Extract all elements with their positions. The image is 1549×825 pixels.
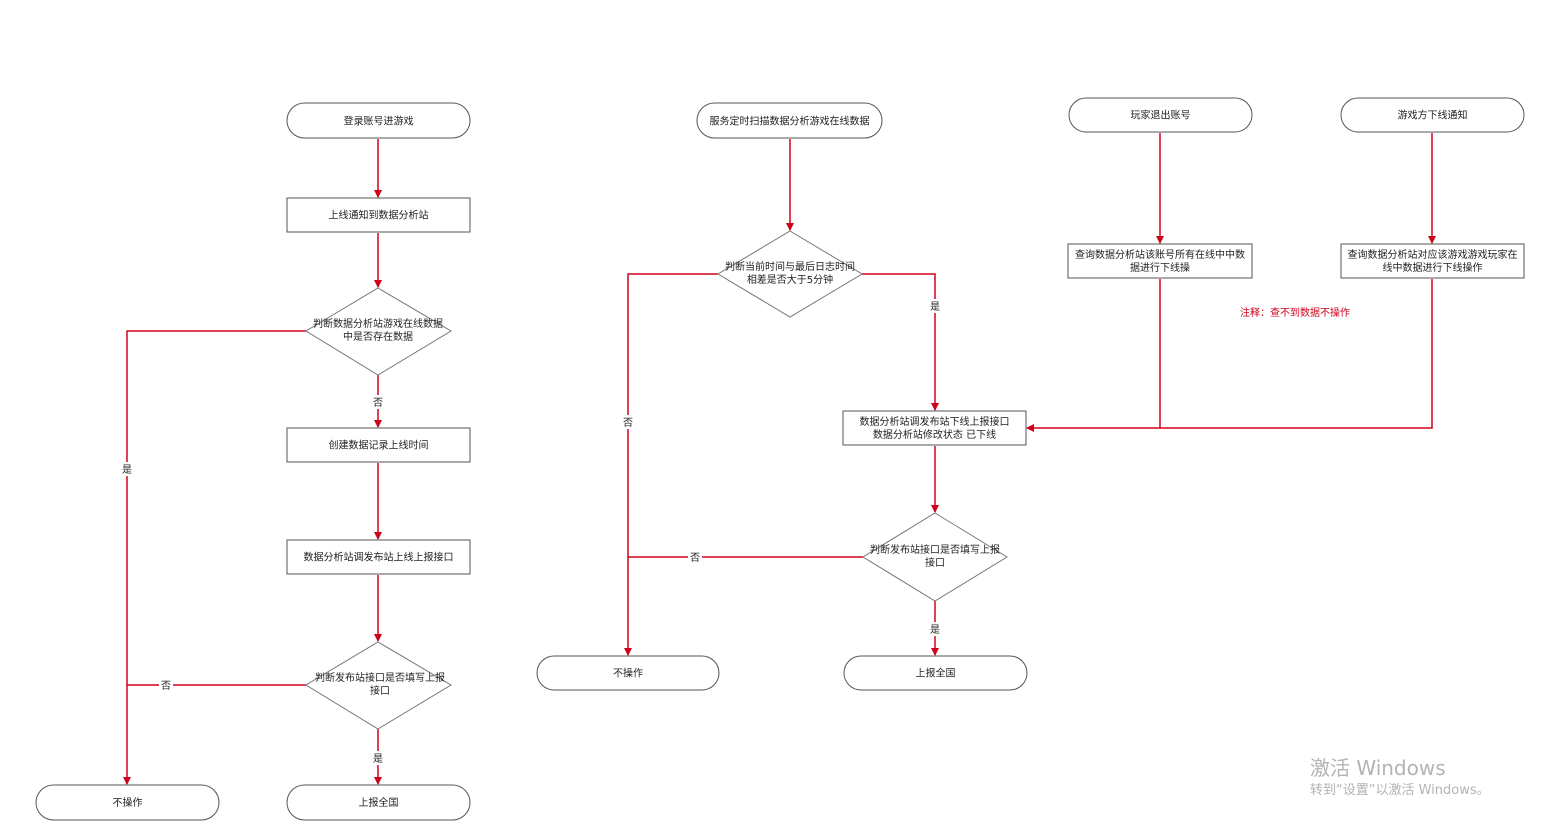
label-left-yes-2: 是 xyxy=(373,753,383,765)
label-left-yes-1: 是 xyxy=(122,464,132,476)
text-line: 判断发布站接口是否填写上报 xyxy=(315,671,445,684)
text-line: 查询数据分析站对应该游戏游戏玩家在 xyxy=(1348,248,1518,261)
node-scan-service-label: 服务定时扫描数据分析游戏在线数据 xyxy=(710,115,870,128)
node-no-op-left-label: 不操作 xyxy=(113,796,143,809)
node-game-offline-notify-label: 游戏方下线通知 xyxy=(1398,109,1468,122)
node-call-online-api: 数据分析站调发布站上线上报接口 xyxy=(286,539,471,575)
node-check-api-filled-left-label: 判断发布站接口是否填写上报接口 xyxy=(315,671,445,697)
text-line: 相差是否大于5分钟 xyxy=(747,273,833,286)
node-login-game: 登录账号进游戏 xyxy=(286,102,471,139)
watermark-subtitle: 转到“设置”以激活 Windows。 xyxy=(1310,783,1490,798)
text-line: 据进行下线操 xyxy=(1130,261,1190,274)
text-line: 判断数据分析站游戏在线数据 xyxy=(313,317,443,330)
text-line: 接口 xyxy=(925,556,945,569)
node-report-nation-left: 上报全国 xyxy=(286,784,471,821)
node-check-online-exists: 判断数据分析站游戏在线数据中是否存在数据 xyxy=(305,287,452,376)
node-no-op-mid: 不操作 xyxy=(536,655,720,691)
edge-labels: 否 是 否 是 是 否 否 是 xyxy=(120,299,942,765)
text-line: 数据分析站修改状态 已下线 xyxy=(873,428,996,441)
label-mid-no-2: 否 xyxy=(690,552,700,564)
node-check-online-exists-label: 判断数据分析站游戏在线数据中是否存在数据 xyxy=(313,317,443,343)
text-line: 判断发布站接口是否填写上报 xyxy=(870,543,1000,556)
edge-query-to-offline xyxy=(1026,279,1161,432)
node-query-game-players-label: 查询数据分析站对应该游戏游戏玩家在线中数据进行下线操作 xyxy=(1348,248,1518,274)
node-report-nation-left-label: 上报全国 xyxy=(359,796,399,809)
node-report-nation-mid-label: 上报全国 xyxy=(916,667,956,680)
node-no-op-mid-label: 不操作 xyxy=(613,667,643,680)
node-login-game-label: 登录账号进游戏 xyxy=(344,115,414,128)
node-query-account-label: 查询数据分析站该账号所有在线中中数据进行下线操 xyxy=(1075,248,1245,274)
node-create-record: 创建数据记录上线时间 xyxy=(286,427,471,463)
node-online-notify: 上线通知到数据分析站 xyxy=(286,197,471,233)
edges xyxy=(123,133,1436,785)
node-game-offline-notify: 游戏方下线通知 xyxy=(1340,97,1525,133)
label-mid-yes-2: 是 xyxy=(930,624,940,636)
label-left-no-1: 否 xyxy=(373,397,383,409)
label-mid-yes-1: 是 xyxy=(930,301,940,313)
node-player-logout-label: 玩家退出账号 xyxy=(1131,109,1191,122)
note-annotation: 注释：查不到数据不操作 xyxy=(1240,306,1350,319)
node-create-record-label: 创建数据记录上线时间 xyxy=(329,439,429,452)
text-line: 接口 xyxy=(370,684,390,697)
edge-check-time-no-to-noop xyxy=(624,273,718,656)
text-line: 中是否存在数据 xyxy=(343,330,413,343)
node-call-online-api-label: 数据分析站调发布站上线上报接口 xyxy=(304,551,454,564)
edge-check-time-yes-to-offline xyxy=(862,273,939,411)
node-report-nation-mid: 上报全国 xyxy=(843,655,1028,691)
node-check-api-filled-mid: 判断发布站接口是否填写上报接口 xyxy=(862,512,1008,602)
text-line: 数据分析站调发布站下线上报接口 xyxy=(860,415,1010,428)
node-check-api-filled-left: 判断发布站接口是否填写上报接口 xyxy=(305,641,452,730)
text-line: 查询数据分析站该账号所有在线中中数 xyxy=(1075,248,1245,261)
node-check-time-diff-label: 判断当前时间与最后日志时间相差是否大于5分钟 xyxy=(725,260,855,286)
text-line: 线中数据进行下线操作 xyxy=(1383,261,1483,274)
node-scan-service: 服务定时扫描数据分析游戏在线数据 xyxy=(696,102,883,139)
edge-game-query-to-offline xyxy=(1160,279,1433,429)
node-online-notify-label: 上线通知到数据分析站 xyxy=(329,209,429,222)
node-query-account: 查询数据分析站该账号所有在线中中数据进行下线操 xyxy=(1067,243,1253,279)
edge-check-yes-to-noop xyxy=(123,330,306,785)
node-query-game-players: 查询数据分析站对应该游戏游戏玩家在线中数据进行下线操作 xyxy=(1340,243,1525,279)
node-check-time-diff: 判断当前时间与最后日志时间相差是否大于5分钟 xyxy=(717,230,863,318)
node-call-offline-api: 数据分析站调发布站下线上报接口数据分析站修改状态 已下线 xyxy=(842,410,1027,446)
node-no-op-left: 不操作 xyxy=(35,784,220,821)
node-player-logout: 玩家退出账号 xyxy=(1068,97,1253,133)
watermark-title: 激活 Windows xyxy=(1310,756,1446,780)
node-check-api-filled-mid-label: 判断发布站接口是否填写上报接口 xyxy=(870,543,1000,569)
label-left-no-2: 否 xyxy=(161,680,171,692)
text-line: 判断当前时间与最后日志时间 xyxy=(725,260,855,273)
label-mid-no-1: 否 xyxy=(623,417,633,429)
node-call-offline-api-label: 数据分析站调发布站下线上报接口数据分析站修改状态 已下线 xyxy=(860,415,1010,441)
